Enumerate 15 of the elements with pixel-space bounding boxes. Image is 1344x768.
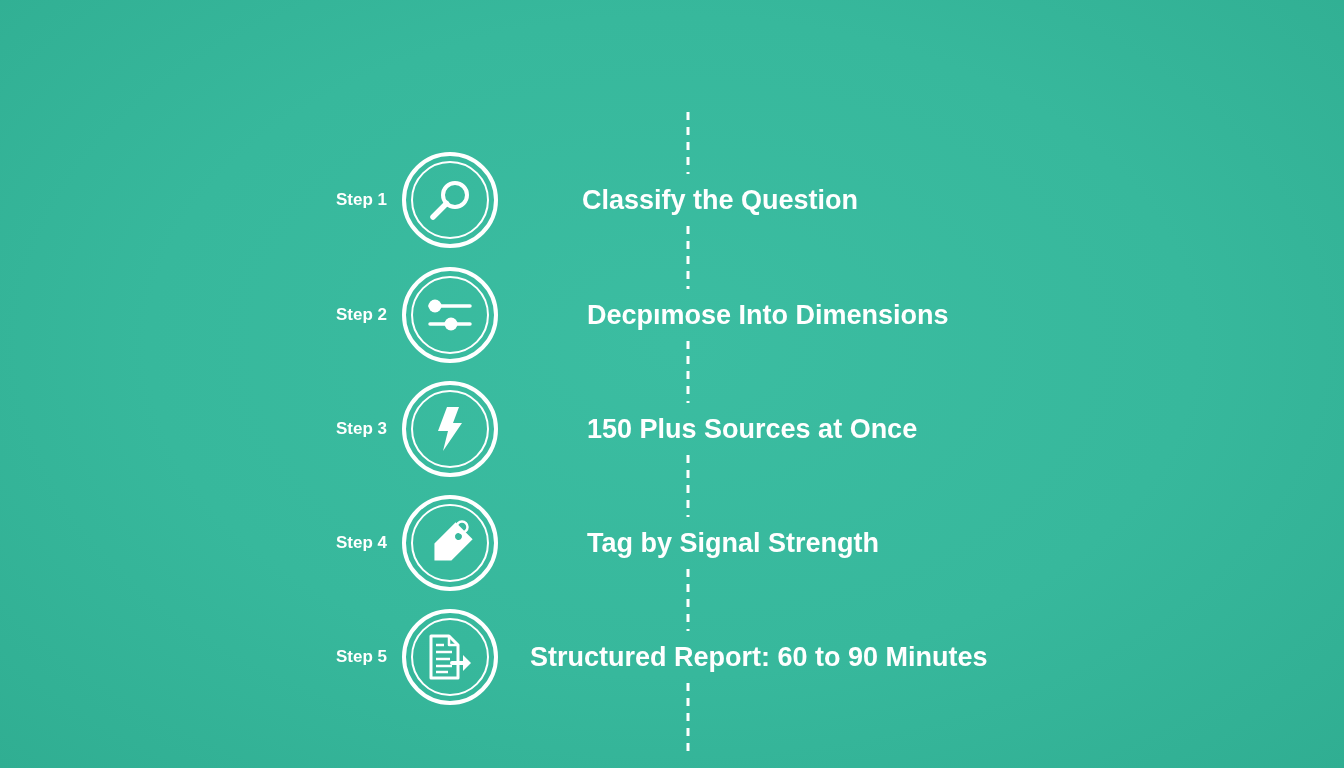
step-title: Tag by Signal Strength — [587, 526, 880, 560]
step-label: Step 2 — [336, 304, 388, 326]
step-label: Step 5 — [336, 646, 388, 668]
step-label: Step 4 — [336, 532, 388, 554]
step-circle — [402, 381, 498, 477]
step-circle — [402, 267, 498, 363]
step-title: 150 Plus Sources at Once — [587, 412, 918, 446]
step-title: Structured Report: 60 to 90 Minutes — [530, 640, 988, 674]
step-title: Decpımose Into Dimensions — [587, 298, 949, 332]
step-circle — [402, 495, 498, 591]
step-title: Classify the Question — [582, 183, 859, 217]
step-circle — [402, 152, 498, 248]
step-label: Step 1 — [336, 189, 388, 211]
step-label: Step 3 — [336, 418, 388, 440]
step-circle — [402, 609, 498, 705]
